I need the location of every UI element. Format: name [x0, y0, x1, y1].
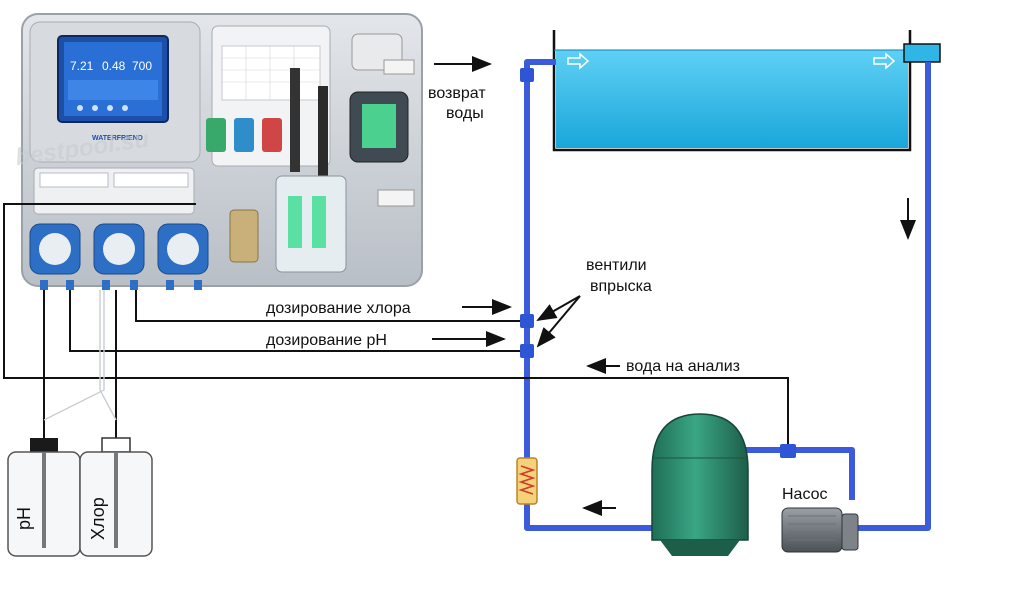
valve-pointer [536, 295, 581, 348]
controller-panel: 7.21 0.48 700 WATERFRIEND [21, 13, 423, 290]
label-water-analysis: вода на анализ [626, 358, 740, 375]
valve-pointer [536, 295, 581, 321]
label-return-water-line1: возврат [428, 85, 486, 102]
motor-icon [781, 507, 859, 553]
canister-chlorine-label: Хлор [88, 497, 108, 540]
reading-ph: 7.21 [70, 59, 94, 73]
peristaltic-pump-1 [29, 223, 81, 275]
label-chlorine-dosing: дозирование хлора [266, 300, 411, 317]
label-pump: Насос [782, 486, 828, 503]
canister-chlorine: Хлор [79, 437, 153, 557]
canister-ph: pH [7, 438, 81, 557]
label-valves-line2: впрыска [590, 278, 652, 295]
injection-valves [520, 68, 796, 458]
sand-filter-tank [651, 413, 749, 556]
label-ph-dosing: дозирование pH [266, 332, 387, 349]
label-valves-line1: вентили [586, 257, 647, 274]
peristaltic-pump-3 [157, 223, 209, 275]
reading-redox: 700 [132, 59, 152, 73]
controller-brand: WATERFRIEND [92, 135, 143, 142]
label-return-water-line2: воды [446, 105, 484, 122]
flow-arrows [432, 56, 916, 516]
reagent-bottles [206, 118, 282, 152]
display-screen: 7.21 0.48 700 [57, 35, 169, 123]
circulation-pipes [524, 59, 931, 531]
dosing-lines [3, 203, 789, 444]
canister-ph-label: pH [14, 507, 34, 530]
peristaltic-pump-2 [93, 223, 145, 275]
suction-tubes [43, 290, 117, 421]
reading-chlorine: 0.48 [102, 59, 126, 73]
pool [552, 30, 941, 152]
heater-icon [516, 457, 538, 505]
